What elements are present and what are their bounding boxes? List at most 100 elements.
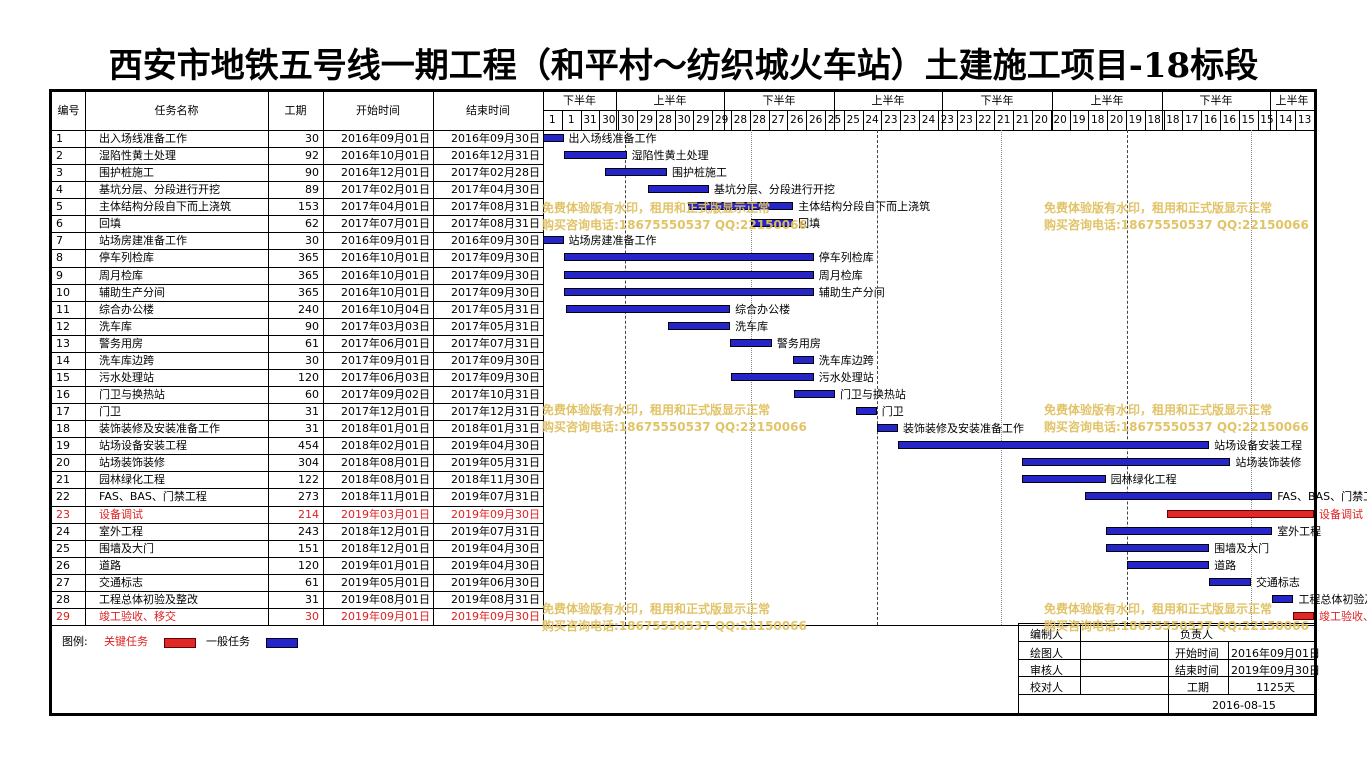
month-divider (749, 110, 751, 130)
gantt-bar-label: 洗车库 (735, 319, 769, 333)
gantt-bar-label: 站场房建准备工作 (568, 234, 657, 248)
gantt-bar-label: 湿陷性黄土处理 (631, 149, 709, 163)
task-name: 站场设备安装工程 (99, 439, 187, 453)
row-divider (52, 403, 543, 405)
task-name: 综合办公楼 (99, 302, 154, 316)
month-label: 18 (1166, 114, 1180, 126)
row-divider (52, 266, 543, 268)
gantt-bar-label: 装饰装修及安装准备工作 (903, 422, 1024, 436)
column-header-id: 编号 (57, 104, 80, 117)
half-year-label: 下半年 (563, 94, 596, 107)
task-duration: 214 (298, 507, 319, 521)
task-name: 门卫与换热站 (99, 388, 165, 402)
month-label: 26 (790, 114, 804, 126)
task-start: 2018年12月01日 (341, 524, 430, 538)
task-end: 2017年10月31日 (451, 388, 540, 402)
legend-label: 图例: (62, 635, 88, 648)
month-label: 30 (602, 114, 616, 126)
column-divider (268, 92, 269, 626)
task-start: 2017年12月01日 (341, 405, 430, 419)
info-border (1018, 623, 1019, 714)
month-label: 29 (639, 114, 654, 126)
month-divider (637, 110, 639, 130)
reviewer-label: 审核人 (1030, 664, 1063, 677)
task-id: 5 (56, 200, 63, 214)
task-id: 14 (56, 353, 70, 367)
task-end: 2017年02月28日 (451, 166, 540, 180)
row-divider (52, 471, 543, 473)
task-name: 围墙及大门 (99, 541, 154, 555)
info-divider (1168, 623, 1169, 714)
column-header-duration: 工期 (284, 104, 307, 117)
half-year-divider (834, 92, 835, 130)
task-name: 工程总体初验及整改 (99, 592, 198, 606)
task-end: 2017年05月31日 (451, 302, 540, 316)
task-start: 2019年03月01日 (341, 507, 430, 521)
task-duration: 151 (298, 541, 319, 555)
task-start: 2018年11月01日 (341, 490, 430, 504)
task-name: 回填 (99, 217, 121, 231)
month-divider (693, 110, 695, 130)
month-label: 1 (549, 114, 556, 126)
month-label: 15 (1260, 114, 1274, 126)
task-id: 17 (56, 405, 70, 419)
task-end: 2019年04月30日 (451, 439, 540, 453)
row-divider (52, 300, 543, 302)
task-start: 2017年09月02日 (341, 388, 430, 402)
row-divider (52, 386, 543, 388)
month-label: 16 (1222, 114, 1237, 126)
task-id: 26 (56, 558, 70, 572)
month-divider (975, 110, 977, 130)
task-duration: 273 (298, 490, 319, 504)
task-id: 6 (56, 217, 63, 231)
task-duration: 365 (298, 268, 319, 282)
row-divider (52, 573, 543, 575)
legend: 图例: 关键任务 一般任务 (62, 634, 298, 650)
page-title: 西安市地铁五号线一期工程（和平村～纺织城火车站）土建施工项目-18标段 (108, 46, 1259, 86)
task-end: 2019年04月30日 (451, 558, 540, 572)
task-name: 门卫 (99, 405, 121, 419)
legend-critical-label: 关键任务 (104, 635, 148, 648)
row-divider (52, 215, 543, 217)
task-start: 2017年06月01日 (341, 336, 430, 350)
row-divider (52, 437, 543, 439)
gantt-bar (647, 185, 709, 194)
month-divider (1125, 110, 1127, 130)
month-divider (1163, 110, 1165, 130)
task-id: 23 (56, 507, 70, 521)
task-start: 2017年09月01日 (341, 353, 430, 367)
gantt-bar (563, 253, 814, 262)
task-end: 2019年07月31日 (451, 490, 540, 504)
month-divider (1201, 110, 1203, 130)
task-name: 周月检库 (99, 268, 143, 282)
gantt-bar (793, 390, 835, 399)
gantt-bar (563, 287, 814, 296)
month-label: 18 (1091, 114, 1105, 126)
task-start: 2018年08月01日 (341, 456, 430, 470)
task-id: 24 (56, 524, 70, 538)
task-start: 2018年08月01日 (341, 473, 430, 487)
month-divider (731, 110, 733, 130)
task-end: 2017年09月30日 (451, 251, 540, 265)
task-duration: 365 (298, 251, 319, 265)
month-label: 23 (884, 114, 898, 126)
task-duration: 31 (305, 422, 319, 436)
gantt-bar (1085, 492, 1273, 501)
month-label: 20 (1109, 114, 1124, 126)
end-label: 结束时间 (1175, 664, 1219, 677)
task-id: 12 (56, 319, 70, 333)
row-divider (52, 556, 543, 558)
row-divider (52, 488, 543, 490)
task-name: 停车列检库 (99, 251, 154, 265)
month-label: 30 (677, 114, 691, 126)
task-start: 2019年01月01日 (341, 558, 430, 572)
task-name: 洗车库 (99, 319, 132, 333)
month-divider (1069, 110, 1071, 130)
month-divider (937, 110, 939, 130)
gantt-bar-label: 站场装饰装修 (1235, 456, 1302, 470)
month-label: 19 (1128, 114, 1143, 126)
month-divider (919, 110, 921, 130)
task-start: 2018年12月01日 (341, 541, 430, 555)
column-divider (543, 92, 544, 626)
task-name: 设备调试 (99, 507, 143, 521)
